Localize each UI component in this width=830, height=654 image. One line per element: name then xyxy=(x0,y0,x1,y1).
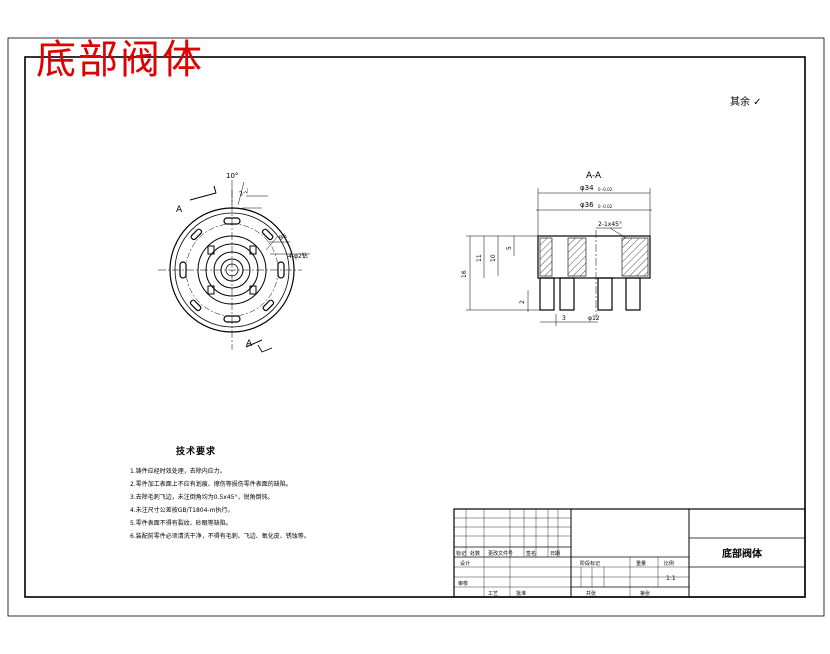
section-dia-outer-tol: 0 -0.02 xyxy=(598,187,613,192)
front-hole-callout: 2-√ xyxy=(238,188,250,198)
outer-border xyxy=(7,37,825,617)
tech-requirements-title: 技术要求 xyxy=(176,447,217,457)
tb-weight: 重量 xyxy=(636,560,646,567)
tb-sheets: 共张 xyxy=(586,590,596,597)
front-holes-callout: 4-φ2钻 xyxy=(288,252,308,260)
section-h-11: 11 xyxy=(476,254,483,262)
tb-label-change: 更改文件号 xyxy=(488,550,513,557)
tb-sheet-no: 第张 xyxy=(640,590,650,597)
section-dia-12: φ12 xyxy=(588,315,600,322)
part-name: 底部阀体 xyxy=(722,549,762,560)
front-view xyxy=(158,180,310,353)
tb-scale-label: 比例 xyxy=(664,560,674,567)
roughness-note: 其余 ✓ xyxy=(730,97,762,108)
tech-requirement-item: 6.装配前零件必须清洗干净，不得有毛刺、飞边、氧化皮、锈蚀等。 xyxy=(130,533,310,540)
section-h-total: 16 xyxy=(461,270,468,278)
tech-requirement-item: 5.零件表面不得有裂纹、砂眼等缺陷。 xyxy=(130,520,232,527)
section-label: A-A xyxy=(586,171,602,181)
tech-requirement-item: 4.未注尺寸公差按GB/T1804-m执行。 xyxy=(130,507,234,514)
front-dim-96: 96 xyxy=(278,233,288,242)
tech-requirement-item: 1.铸件应经时效处理，去除内应力。 xyxy=(130,468,226,475)
tb-designer: 设计 xyxy=(460,560,470,567)
cut-label-top: A xyxy=(176,205,183,215)
title-block xyxy=(453,508,806,598)
tech-requirement-item: 3.去除毛刺飞边，未注倒角均为0.5x45°，锐角倒钝。 xyxy=(130,494,274,501)
section-dia-outer: φ34 xyxy=(580,184,594,192)
tb-check: 审核 xyxy=(458,580,468,587)
cut-label-bottom: A xyxy=(246,339,253,349)
tb-stage-mark: 阶段标记 xyxy=(580,560,600,567)
tech-requirements-list: 1.铸件应经时效处理，去除内应力。 2.零件加工表面上不应有划痕、擦伤等损伤零件… xyxy=(130,465,310,543)
tb-process: 工艺 xyxy=(488,591,498,597)
section-w-3: 3 xyxy=(562,315,566,322)
section-dia-inner-tol: 0 -0.02 xyxy=(598,204,613,209)
section-h-5: 5 xyxy=(506,246,513,250)
section-chamfer: 2-1x45° xyxy=(598,221,622,228)
tb-approve: 批准 xyxy=(516,590,526,597)
tb-label-sign: 签名 xyxy=(526,550,536,557)
drawing-title-stamp: 底部阀体 xyxy=(36,37,204,83)
tb-label-date: 日期 xyxy=(550,551,560,557)
section-h-2: 2 xyxy=(519,300,526,304)
section-view xyxy=(466,188,652,326)
tb-scale-value: 1:1 xyxy=(666,575,676,582)
tb-label-count: 处数 xyxy=(470,550,480,557)
tb-label-mark: 标记 xyxy=(456,550,466,557)
section-h-10: 10 xyxy=(490,254,497,262)
section-dia-inner: φ36 xyxy=(580,201,594,209)
tech-requirement-item: 2.零件加工表面上不应有划痕、擦伤等损伤零件表面的缺陷。 xyxy=(130,481,292,488)
title-block-labels: 标记 处数 更改文件号 签名 日期 设计 审核 工艺 批准 阶段标记 重量 比例… xyxy=(456,550,676,597)
front-angle-label: 10° xyxy=(226,172,238,180)
inner-border xyxy=(24,56,806,598)
